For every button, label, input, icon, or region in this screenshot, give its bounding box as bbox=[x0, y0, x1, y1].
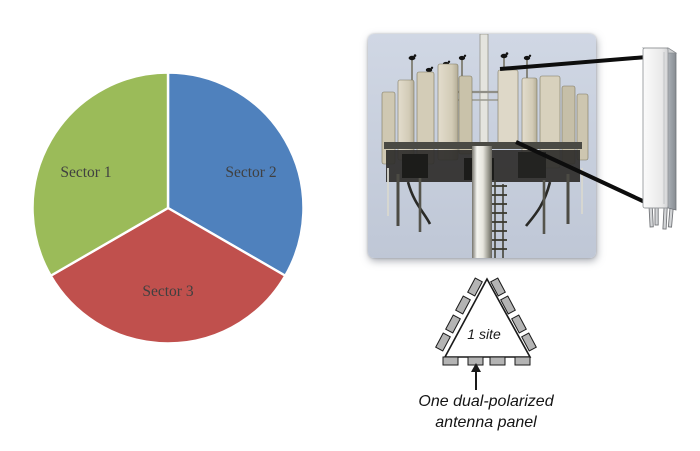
caption-arrow bbox=[471, 363, 481, 390]
sector-pie-chart: Sector 1 Sector 2 Sector 3 bbox=[27, 67, 309, 349]
callout-line-bottom bbox=[515, 140, 648, 205]
site-triangle-diagram: 1 site bbox=[428, 263, 552, 403]
tower-pole bbox=[472, 146, 507, 258]
ladder-rungs bbox=[492, 185, 507, 250]
caption-line-2: antenna panel bbox=[435, 414, 537, 431]
antenna-panel-drawing bbox=[641, 47, 678, 230]
panel-markers-left bbox=[435, 277, 483, 352]
caption-line-1: One dual-polarized bbox=[418, 393, 554, 410]
panel-side-face bbox=[667, 47, 677, 211]
panel-markers-bottom bbox=[442, 356, 531, 366]
pie-label-sector-2: Sector 2 bbox=[225, 164, 276, 181]
panel-legs bbox=[648, 205, 674, 230]
pie-slice-sector-3 bbox=[49, 206, 287, 345]
pie-slice-sector-1 bbox=[31, 71, 170, 277]
site-triangle-outline bbox=[443, 277, 532, 358]
cell-tower-photo bbox=[368, 34, 596, 258]
pie-slice-sector-2 bbox=[166, 71, 305, 277]
panel-front-face bbox=[642, 47, 669, 209]
bird-silhouettes bbox=[408, 52, 532, 73]
pie-label-sector-3: Sector 3 bbox=[142, 283, 193, 300]
figure-caption: One dual-polarized antenna panel bbox=[386, 391, 586, 433]
panel-markers-right bbox=[490, 277, 537, 352]
antenna-panel-callout bbox=[480, 40, 700, 240]
pie-label-sector-1: Sector 1 bbox=[60, 164, 111, 181]
site-label: 1 site bbox=[467, 326, 501, 342]
callout-line-top bbox=[499, 55, 648, 71]
